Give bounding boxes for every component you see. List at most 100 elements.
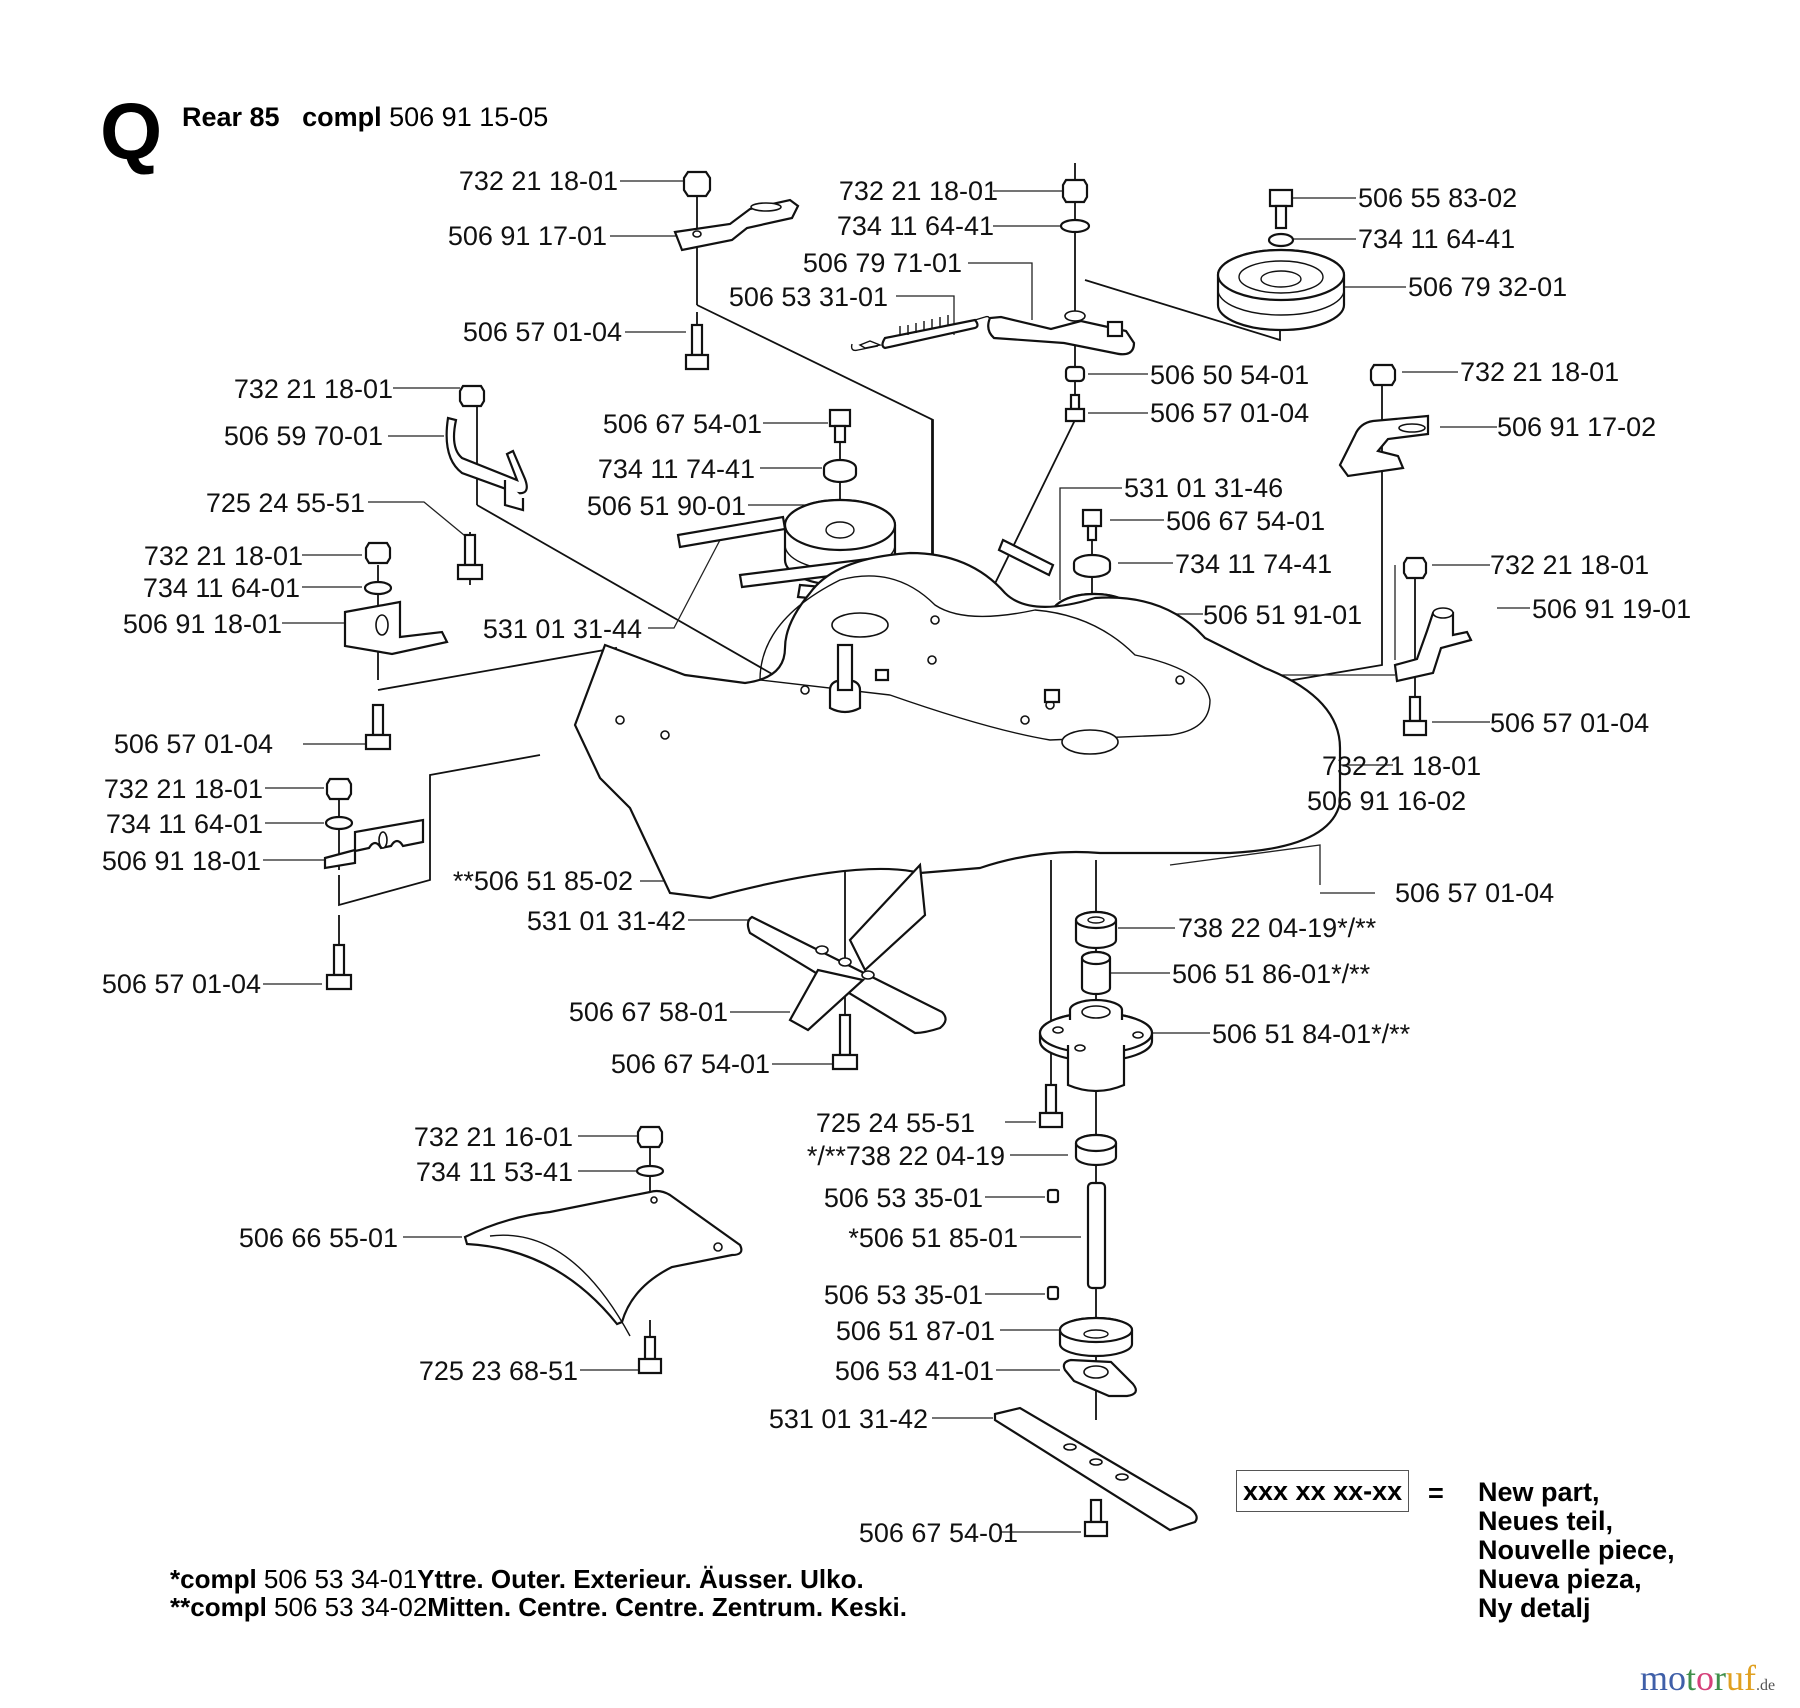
bracket-part (343, 600, 449, 656)
legend-line: Neues teil, (1478, 1506, 1614, 1536)
part-label[interactable]: 531 01 31-42 (527, 906, 686, 936)
part-label[interactable]: 506 67 54-01 (859, 1518, 1018, 1548)
part-label[interactable]: 725 23 68-51 (419, 1356, 578, 1386)
washer-part (363, 580, 393, 596)
spacer-part (1064, 365, 1086, 383)
legend-line: Nueva pieza, (1478, 1564, 1642, 1594)
part-label[interactable]: 506 57 01-04 (1150, 398, 1309, 428)
part-label[interactable]: */**738 22 04-19 (807, 1141, 1005, 1171)
part-label[interactable]: 506 53 35-01 (824, 1183, 983, 1213)
part-label[interactable]: 506 66 55-01 (239, 1223, 398, 1253)
part-label[interactable]: 734 11 64-01 (143, 573, 300, 603)
part-label[interactable]: 506 50 54-01 (1150, 360, 1309, 390)
part-label[interactable]: 506 91 16-02 (1307, 786, 1466, 816)
watermark-letter: o (1696, 1658, 1715, 1698)
washer-part (1059, 218, 1091, 234)
part-label[interactable]: 506 51 90-01 (587, 491, 746, 521)
legend-line: Ny detalj (1478, 1593, 1591, 1623)
part-label[interactable]: 506 79 32-01 (1408, 272, 1567, 302)
part-label[interactable]: 506 91 18-01 (102, 846, 261, 876)
part-label[interactable]: 506 55 83-02 (1358, 183, 1517, 213)
bolt-part (831, 1013, 859, 1071)
footnote-number[interactable]: 506 53 34-02 (274, 1592, 428, 1622)
part-label[interactable]: 732 21 18-01 (839, 176, 998, 206)
part-label[interactable]: 506 53 31-01 (729, 282, 888, 312)
part-label[interactable]: 506 67 54-01 (603, 409, 762, 439)
part-label[interactable]: 506 53 35-01 (824, 1280, 983, 1310)
part-label[interactable]: 506 67 54-01 (1166, 506, 1325, 536)
part-label[interactable]: 506 51 91-01 (1203, 600, 1362, 630)
washer-part (635, 1164, 665, 1178)
footnote-text: Yttre. Outer. Exterieur. Äusser. Ulko. (417, 1564, 864, 1594)
part-label[interactable]: 734 11 64-41 (837, 211, 994, 241)
footnote-prefix: *compl (170, 1564, 257, 1594)
bracket-part (1393, 556, 1473, 737)
watermark-letter: t (1686, 1658, 1697, 1698)
bolt-part (456, 533, 484, 581)
part-label[interactable]: 506 57 01-04 (1490, 708, 1649, 738)
part-label[interactable]: 506 51 87-01 (836, 1316, 995, 1346)
part-label[interactable]: 531 01 31-42 (769, 1404, 928, 1434)
part-label[interactable]: 506 59 70-01 (224, 421, 383, 451)
part-label[interactable]: 734 11 53-41 (416, 1157, 573, 1187)
part-label[interactable]: 506 91 19-01 (1532, 594, 1691, 624)
blade-holder-part (1062, 1358, 1137, 1398)
part-label[interactable]: 506 91 17-01 (448, 221, 607, 251)
part-label[interactable]: 506 51 86-01*/** (1172, 959, 1371, 989)
part-label[interactable]: 506 91 18-01 (123, 609, 282, 639)
footnote-number[interactable]: 506 53 34-01 (263, 1564, 418, 1594)
part-label[interactable]: 506 57 01-04 (102, 969, 261, 999)
part-label[interactable]: 732 21 18-01 (1460, 357, 1619, 387)
part-label[interactable]: 734 11 74-41 (1175, 549, 1332, 579)
assembly-number[interactable]: 506 91 15-05 (389, 102, 549, 132)
spindle-housing-part (1038, 998, 1154, 1093)
nut-part (682, 170, 712, 198)
part-label[interactable]: 506 53 41-01 (835, 1356, 994, 1386)
part-label[interactable]: 725 24 55-51 (816, 1108, 975, 1138)
bolt-part (325, 943, 353, 991)
bearing-part (1074, 1133, 1118, 1167)
part-label[interactable]: 506 57 01-04 (114, 729, 273, 759)
part-labels: 732 21 18-01 506 91 17-01 506 57 01-04 7… (102, 166, 1691, 1548)
part-label[interactable]: 734 11 74-41 (598, 454, 755, 484)
part-label[interactable]: 734 11 64-01 (106, 809, 263, 839)
part-label[interactable]: 531 01 31-46 (1124, 473, 1283, 503)
part-label[interactable]: 734 11 64-41 (1358, 224, 1515, 254)
part-label[interactable]: 732 21 18-01 (234, 374, 393, 404)
part-label[interactable]: 506 57 01-04 (463, 317, 622, 347)
part-label[interactable]: 506 57 01-04 (1395, 878, 1554, 908)
part-label[interactable]: 506 51 84-01*/** (1212, 1019, 1411, 1049)
part-label[interactable]: 738 22 04-19*/** (1178, 913, 1377, 943)
legend-line: Nouvelle piece, (1478, 1535, 1675, 1565)
part-label[interactable]: 732 21 18-01 (144, 541, 303, 571)
part-label[interactable]: 732 21 18-01 (459, 166, 618, 196)
bolt-part (1038, 1083, 1064, 1129)
part-label[interactable]: 732 21 16-01 (414, 1122, 573, 1152)
part-label[interactable]: 506 79 71-01 (803, 248, 962, 278)
part-label[interactable]: 531 01 31-44 (483, 614, 642, 644)
part-label[interactable]: 506 67 54-01 (611, 1049, 770, 1079)
bolt-part (637, 1335, 663, 1375)
nut-part (1061, 178, 1089, 204)
part-label[interactable]: 506 91 17-02 (1497, 412, 1656, 442)
legend-text: New part, Neues teil, Nouvelle piece, Nu… (1478, 1478, 1675, 1623)
part-label[interactable]: *506 51 85-01 (848, 1223, 1018, 1253)
watermark-letter: u (1726, 1658, 1745, 1698)
part-label[interactable]: 732 21 18-01 (1322, 751, 1481, 781)
bolt-part (364, 703, 392, 751)
blade-part (746, 862, 947, 1035)
part-label[interactable]: 506 67 58-01 (569, 997, 728, 1027)
part-label[interactable]: 725 24 55-51 (206, 488, 365, 518)
spring-part (850, 315, 991, 352)
watermark-letter: r (1714, 1658, 1727, 1698)
part-label[interactable]: 732 21 18-01 (1490, 550, 1649, 580)
section-letter: Q (100, 87, 163, 176)
watermark-logo: motoruf.de (1640, 1660, 1775, 1696)
watermark-letter: f (1744, 1658, 1757, 1698)
part-label[interactable]: **506 51 85-02 (453, 866, 633, 896)
part-label[interactable]: 732 21 18-01 (104, 774, 263, 804)
watermark-letter: o (1668, 1658, 1687, 1698)
idler-arm-part (987, 310, 1136, 356)
watermark-suffix: .de (1756, 1677, 1776, 1694)
